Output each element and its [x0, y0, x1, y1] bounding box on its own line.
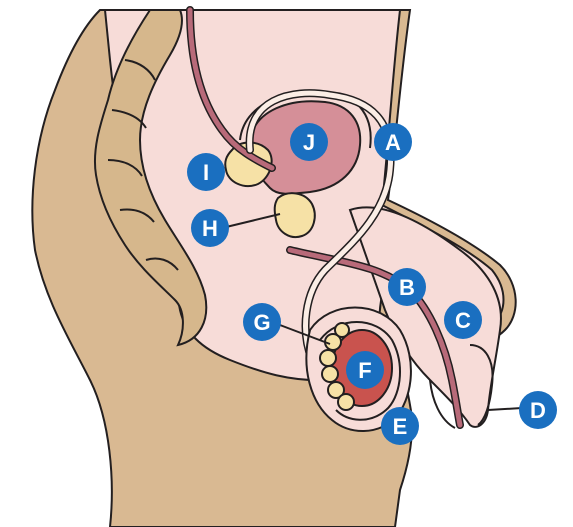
label-D: D: [519, 391, 557, 429]
label-H: H: [191, 209, 229, 247]
label-E: E: [381, 407, 419, 445]
svg-text:I: I: [203, 160, 209, 185]
svg-text:H: H: [202, 216, 218, 241]
label-C: C: [444, 301, 482, 339]
label-B: B: [388, 268, 426, 306]
label-F: F: [346, 351, 384, 389]
svg-text:B: B: [399, 275, 415, 300]
label-G: G: [243, 303, 281, 341]
svg-text:J: J: [303, 130, 315, 155]
label-I: I: [187, 153, 225, 191]
label-J: J: [290, 123, 328, 161]
label-A: A: [374, 123, 412, 161]
prostate: [275, 193, 315, 237]
svg-text:A: A: [385, 130, 401, 155]
svg-text:D: D: [530, 398, 546, 423]
svg-text:E: E: [393, 414, 408, 439]
svg-text:G: G: [253, 310, 270, 335]
svg-text:F: F: [358, 358, 371, 383]
svg-text:C: C: [455, 308, 471, 333]
